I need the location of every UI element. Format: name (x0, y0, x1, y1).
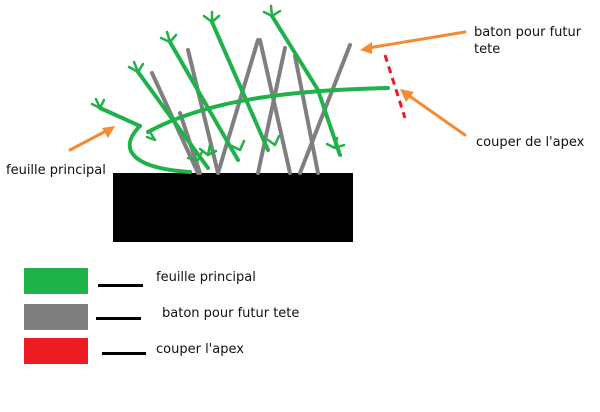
legend-label: feuille principal (156, 270, 256, 285)
stake (256, 46, 287, 175)
legend-swatch-gray (24, 304, 88, 330)
sprig (127, 60, 145, 74)
sprig (198, 143, 218, 157)
arrow-to-cut (406, 93, 467, 137)
arrowhead (360, 42, 372, 54)
sprig (266, 134, 281, 147)
sprig (262, 4, 282, 18)
sprig (145, 130, 157, 142)
sprig (230, 139, 246, 152)
stake (258, 38, 292, 175)
annotation-couper: couper de l'apex (476, 135, 585, 150)
branch (210, 20, 270, 152)
branch (146, 86, 390, 134)
sprig (186, 150, 204, 162)
main-branches (98, 14, 390, 174)
stake (293, 54, 320, 175)
annotation-baton: baton pour futur tete (474, 25, 582, 57)
legend-dash (98, 284, 143, 287)
legend-dash (96, 317, 141, 320)
leaf-sprigs (90, 4, 346, 162)
sprig (90, 97, 106, 110)
sprig (159, 30, 178, 44)
sprig (325, 136, 346, 150)
annotation-feuille: feuille principal (6, 163, 106, 178)
stake (216, 38, 260, 175)
legend-swatch-red (24, 338, 88, 364)
branch (168, 40, 240, 162)
legend-swatch-green (24, 268, 88, 294)
arrowhead (400, 89, 414, 102)
arrow-to-stake (366, 30, 467, 50)
stakes (150, 38, 352, 175)
arrow-to-leaf (68, 128, 110, 152)
legend-label: baton pour futur tete (162, 306, 300, 321)
pot-block (113, 173, 353, 242)
branch (98, 106, 192, 174)
legend-label: couper l'apex (156, 342, 244, 357)
arrowhead (102, 126, 115, 138)
sprig (202, 10, 221, 24)
legend-dash (102, 352, 146, 355)
arrows (68, 30, 467, 152)
